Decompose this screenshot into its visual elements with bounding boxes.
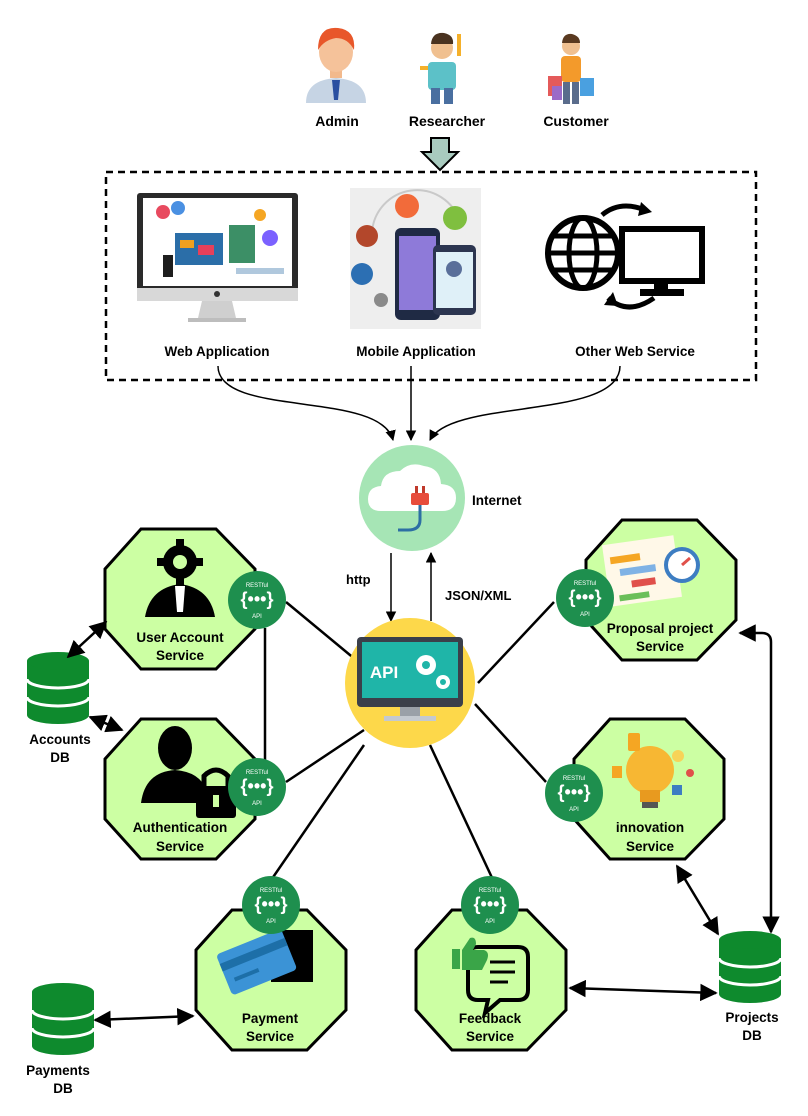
service-user-account: User Account Service	[103, 527, 286, 671]
client-label: Other Web Service	[575, 344, 695, 359]
client-label: Web Application	[164, 344, 269, 359]
thumbs-up-chat-icon	[452, 937, 530, 1019]
actor-label: Customer	[543, 113, 609, 129]
service-label: innovation	[616, 820, 684, 835]
credit-card-icon	[217, 929, 313, 995]
actor-admin: Admin	[306, 27, 366, 129]
client-web-application: Web Application	[137, 193, 298, 359]
db-payments: Payments DB	[26, 981, 96, 1096]
web-app-monitor-icon	[137, 193, 298, 322]
service-feedback: Feedback Service	[414, 876, 568, 1052]
internet-label: Internet	[472, 493, 522, 508]
database-icon	[717, 929, 783, 1005]
actor-label: Researcher	[409, 113, 486, 129]
json-xml-label: JSON/XML	[445, 588, 512, 603]
db-label: DB	[50, 750, 70, 765]
restful-api-icon	[242, 876, 300, 934]
client-other-web-service: Other Web Service	[545, 202, 705, 359]
db-label: Payments	[26, 1063, 90, 1078]
restful-api-icon	[545, 764, 603, 822]
client-label: Mobile Application	[356, 344, 476, 359]
http-label: http	[346, 572, 371, 587]
service-innovation: innovation Service	[545, 717, 726, 861]
service-label: Service	[636, 639, 685, 654]
service-label: Service	[156, 648, 205, 663]
restful-api-icon	[228, 571, 286, 629]
gateway-links	[263, 601, 555, 887]
globe-monitor-icon	[545, 202, 705, 310]
service-proposal-project: Proposal project Service	[556, 518, 738, 662]
actor-customer: Customer	[543, 33, 609, 129]
connector-web-internet	[217, 365, 396, 442]
restful-api-icon	[556, 569, 614, 627]
db-label: Projects	[725, 1010, 778, 1025]
service-label: Service	[246, 1029, 295, 1044]
service-label: Service	[156, 839, 205, 854]
service-label: Payment	[242, 1011, 299, 1026]
db-label: DB	[742, 1028, 762, 1043]
client-mobile-application: Mobile Application	[350, 188, 481, 359]
service-label: Service	[466, 1029, 515, 1044]
db-accounts: Accounts DB	[25, 650, 91, 765]
cloud-plug-icon	[368, 464, 456, 532]
businessman-gear-icon	[145, 539, 215, 617]
api-badge: API	[370, 663, 398, 682]
client-apps-group	[104, 170, 758, 382]
actor-researcher: Researcher	[409, 32, 486, 129]
connector-other-internet	[429, 365, 621, 441]
customer-avatar-icon	[548, 33, 594, 104]
api-monitor-gears-icon	[357, 637, 463, 721]
service-label: Proposal project	[607, 621, 714, 636]
db-projects: Projects DB	[717, 929, 783, 1043]
project-plan-icon	[602, 535, 700, 607]
actor-label: Admin	[315, 113, 359, 129]
admin-avatar-icon	[306, 27, 366, 103]
service-label: User Account	[136, 630, 224, 645]
db-connectors	[66, 620, 780, 1029]
db-label: Accounts	[29, 732, 91, 747]
database-icon	[25, 650, 91, 726]
mobile-app-icon	[350, 188, 481, 329]
restful-api-icon	[461, 876, 519, 934]
lightbulb-icon	[612, 733, 694, 808]
db-label: DB	[53, 1081, 73, 1096]
service-label: Feedback	[459, 1011, 522, 1026]
database-icon	[30, 981, 96, 1057]
service-label: Service	[626, 839, 675, 854]
user-lock-icon	[141, 726, 236, 818]
internet-node: Internet	[359, 445, 522, 551]
down-arrow-icon	[419, 137, 461, 172]
service-label: Authentication	[133, 820, 228, 835]
researcher-avatar-icon	[420, 32, 461, 104]
service-authentication: Authentication Service	[103, 717, 286, 861]
service-payment: Payment Service	[194, 876, 348, 1052]
restful-api-icon	[228, 758, 286, 816]
api-gateway: API	[345, 618, 475, 748]
